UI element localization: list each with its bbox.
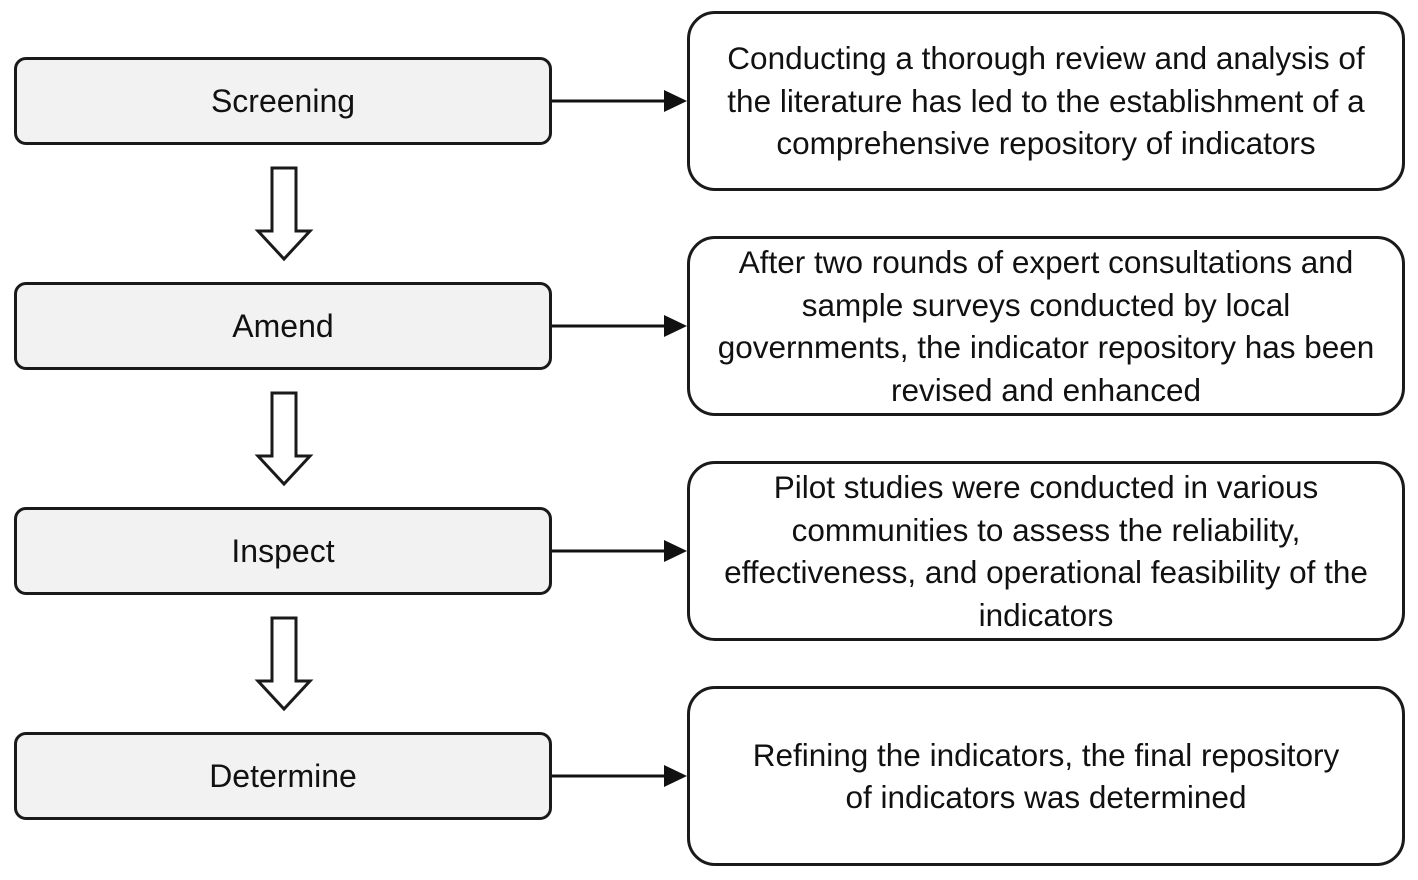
description-amend: After two rounds of expert consultations… [687,236,1405,416]
down-arrow-1 [254,166,314,262]
right-arrow-1 [552,90,687,112]
description-text: Refining the indicators, the final repos… [752,736,1340,816]
down-arrow-2 [254,391,314,487]
description-screening: Conducting a thorough review and analysi… [687,11,1405,191]
stage-label: Amend [232,307,334,344]
stage-amend: Amend [14,282,552,370]
stage-screening: Screening [14,57,552,145]
stage-label: Determine [209,757,357,794]
stage-determine: Determine [14,732,552,820]
stage-label: Inspect [231,532,335,569]
stage-label: Screening [210,82,356,119]
description-text: Conducting a thorough review and analysi… [727,40,1365,162]
right-arrow-3 [552,540,687,562]
description-text: After two rounds of expert consultations… [717,244,1375,408]
description-determine: Refining the indicators, the final repos… [687,686,1405,866]
right-arrow-4 [552,765,687,787]
down-arrow-3 [254,616,314,712]
stage-inspect: Inspect [14,507,552,595]
right-arrow-2 [552,315,687,337]
description-text: Pilot studies were conducted in various … [724,469,1368,633]
description-inspect: Pilot studies were conducted in various … [687,461,1405,641]
